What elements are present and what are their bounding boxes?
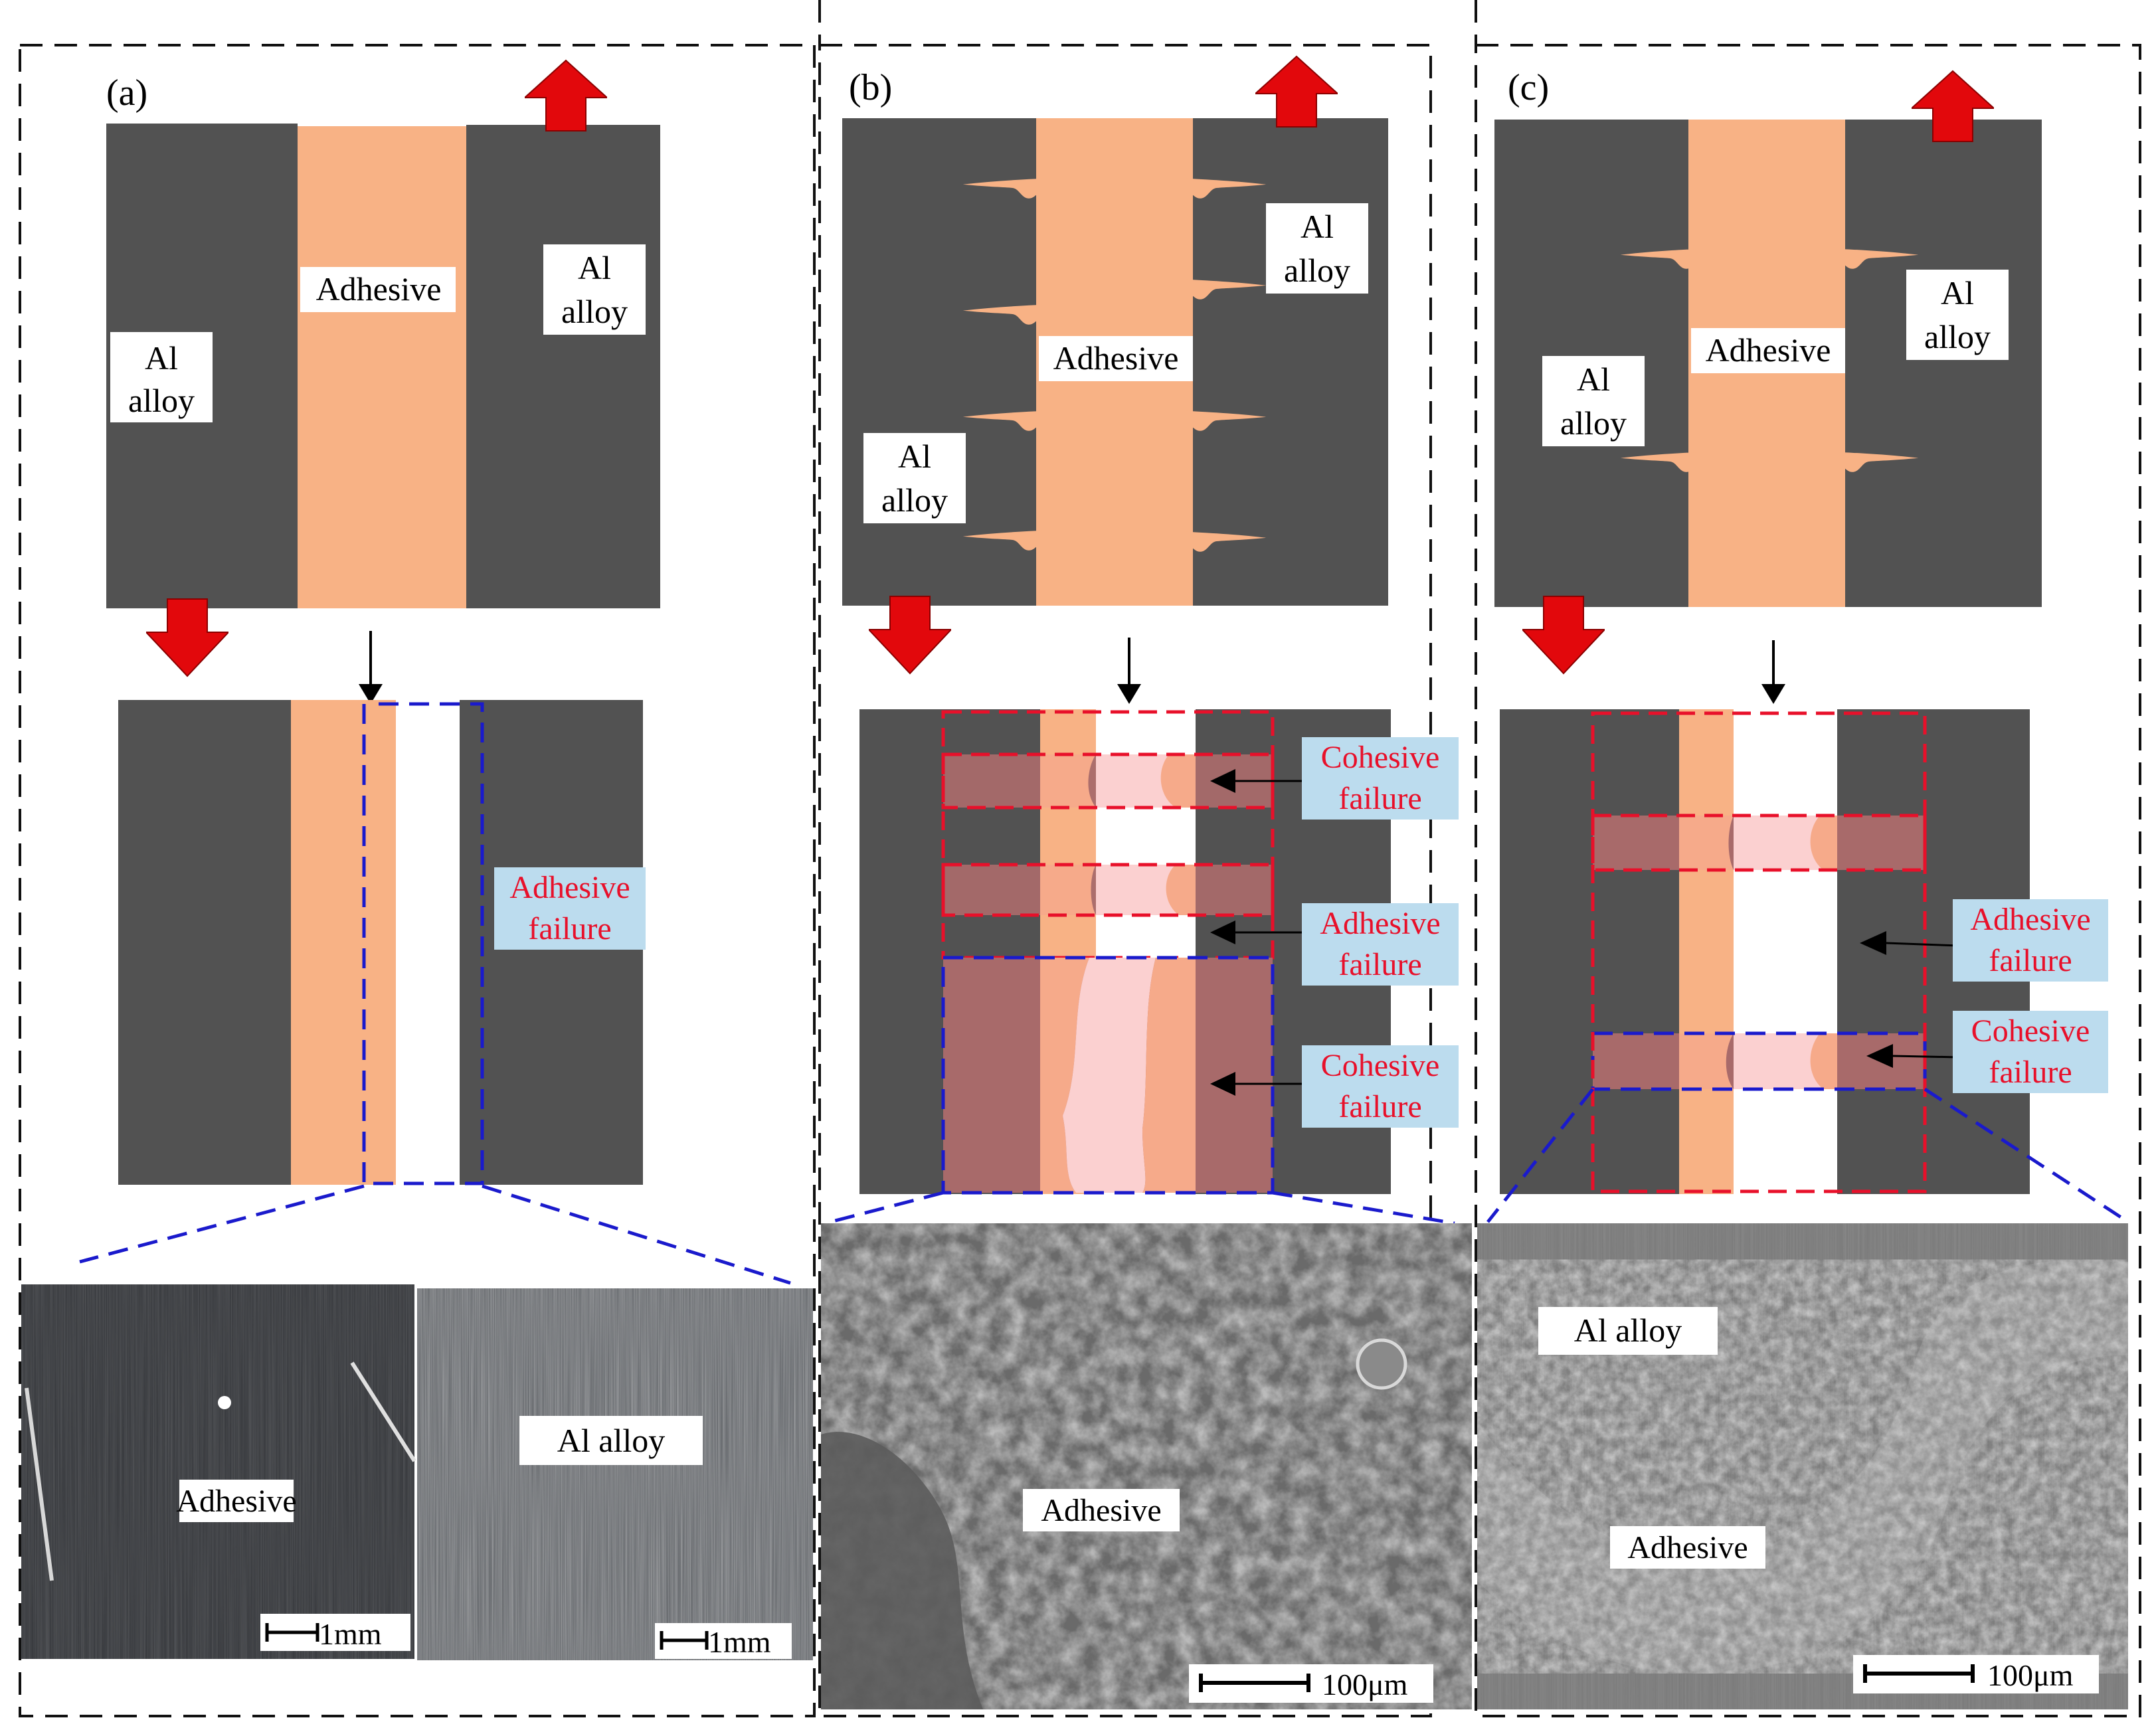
- svg-text:failure: failure: [1989, 943, 2072, 978]
- svg-text:alloy: alloy: [1560, 404, 1627, 442]
- panel-c-label-adhesive-failure: Adhesive failure: [1953, 899, 2108, 982]
- al-alloy-right: [1193, 118, 1388, 606]
- svg-text:alloy: alloy: [1924, 318, 1991, 355]
- panel-b-tag: (b): [849, 67, 892, 108]
- al-alloy-left: [118, 700, 291, 1185]
- panel-c-label-al-left: Al alloy: [1542, 356, 1645, 446]
- panel-c-sem-photo: Al alloy Adhesive 100μm: [1477, 1223, 2128, 1709]
- adhesive-remaining: [291, 700, 396, 1185]
- svg-text:failure: failure: [528, 911, 611, 946]
- svg-text:Al: Al: [578, 249, 611, 286]
- panel-c-label-cohesive-failure: Cohesive failure: [1953, 1011, 2108, 1093]
- svg-text:Al: Al: [1941, 274, 1974, 311]
- panel-c-joint-failed: [1500, 709, 2030, 1194]
- svg-text:failure: failure: [1989, 1055, 2072, 1090]
- panel-c-frame: [1475, 44, 2141, 1717]
- svg-text:alloy: alloy: [561, 293, 628, 330]
- svg-text:Al alloy: Al alloy: [557, 1422, 665, 1459]
- al-alloy-left: [842, 118, 1036, 606]
- svg-text:Adhesive: Adhesive: [1706, 331, 1831, 369]
- svg-text:Adhesive: Adhesive: [509, 870, 630, 905]
- al-alloy-right: [1845, 120, 2042, 607]
- panel-a-photo-adhesive: Adhesive 1mm: [21, 1284, 416, 1659]
- panel-a-tag: (a): [106, 72, 147, 114]
- svg-text:100μm: 100μm: [1322, 1668, 1408, 1701]
- svg-text:Al: Al: [145, 339, 178, 377]
- panel-a-label-al-left: Al alloy: [110, 332, 213, 422]
- tension-arrow-down: [869, 595, 951, 675]
- svg-text:Cohesive: Cohesive: [1971, 1013, 2090, 1049]
- blue-dashed-zone: [362, 702, 484, 1185]
- tension-arrow-down: [146, 598, 228, 677]
- panel-b-label-al-upper-right: Al alloy: [1266, 203, 1368, 294]
- panel-a-photo-alloy: Al alloy 1mm: [417, 1288, 813, 1660]
- tension-arrow-up: [1255, 55, 1338, 128]
- fracture-gap: [396, 700, 460, 1185]
- svg-text:alloy: alloy: [128, 382, 195, 419]
- svg-text:failure: failure: [1338, 947, 1421, 982]
- panel-b-label-adhesive: Adhesive: [1039, 336, 1193, 381]
- svg-text:Al alloy: Al alloy: [1574, 1312, 1682, 1349]
- panel-a-joint-top: [106, 124, 660, 608]
- panel-b-label-cohesive-2: Cohesive failure: [1302, 1045, 1459, 1128]
- panel-b: (b) Al alloy Adhesive: [821, 55, 1472, 1709]
- adhesive-layer: [298, 126, 466, 608]
- svg-text:Adhesive: Adhesive: [1970, 902, 2090, 937]
- svg-text:Adhesive: Adhesive: [1320, 906, 1440, 941]
- panel-a: (a) Al alloy Adhesive Al alloy: [21, 59, 813, 1660]
- panel-b-pointers: [1210, 769, 1306, 1096]
- svg-text:failure: failure: [1338, 1089, 1421, 1124]
- panel-b-sem-photo: Adhesive 100μm: [821, 1223, 1472, 1709]
- svg-text:failure: failure: [1338, 781, 1421, 816]
- svg-text:Al: Al: [898, 438, 931, 475]
- svg-text:alloy: alloy: [1284, 252, 1350, 289]
- al-alloy-right: [466, 125, 660, 608]
- svg-text:Adhesive: Adhesive: [176, 1484, 296, 1519]
- panel-b-label-cohesive-1: Cohesive failure: [1302, 737, 1459, 820]
- svg-text:Adhesive: Adhesive: [316, 270, 442, 307]
- panel-a-label-adhesive-failure: Adhesive failure: [494, 867, 646, 950]
- panel-c-label-adhesive: Adhesive: [1691, 328, 1845, 373]
- svg-text:1mm: 1mm: [708, 1625, 771, 1659]
- panel-b-label-adhesive-failure: Adhesive failure: [1302, 903, 1459, 986]
- panel-b-joint-failed: [859, 709, 1391, 1195]
- tension-arrow-up: [525, 59, 607, 132]
- panel-c-tag: (c): [1508, 67, 1549, 108]
- svg-text:Cohesive: Cohesive: [1321, 740, 1440, 775]
- svg-text:100μm: 100μm: [1987, 1658, 2074, 1692]
- svg-text:Adhesive: Adhesive: [1041, 1493, 1161, 1528]
- pointer-head: [359, 684, 383, 704]
- svg-text:Adhesive: Adhesive: [1053, 339, 1179, 377]
- panel-a-label-adhesive: Adhesive: [300, 267, 456, 312]
- panel-b-label-al-lower-left: Al alloy: [863, 433, 966, 523]
- panel-frames: [19, 0, 2141, 1717]
- svg-text:1mm: 1mm: [319, 1617, 382, 1651]
- panel-a-label-al-right: Al alloy: [543, 244, 646, 335]
- panel-a-frame: [19, 44, 816, 1717]
- panel-b-joint-top: [842, 118, 1388, 606]
- panel-c: (c) Al alloy Adhesive Al alloy: [1477, 67, 2129, 1709]
- svg-text:Al: Al: [1301, 208, 1334, 245]
- panel-c-label-al-right: Al alloy: [1906, 270, 2009, 360]
- svg-text:Al: Al: [1577, 361, 1610, 398]
- svg-text:Adhesive: Adhesive: [1627, 1530, 1748, 1565]
- tension-arrow-down: [1522, 595, 1605, 675]
- svg-text:Cohesive: Cohesive: [1321, 1048, 1440, 1083]
- svg-text:alloy: alloy: [881, 481, 948, 519]
- panel-c-pointers: [1860, 931, 1960, 1068]
